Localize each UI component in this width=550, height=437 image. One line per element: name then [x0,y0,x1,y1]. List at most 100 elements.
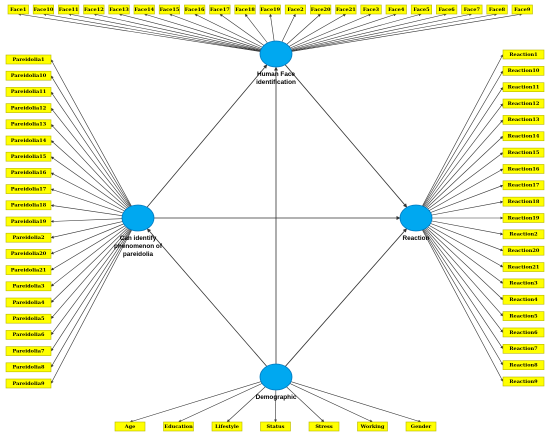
reaction-indicator-label: Reaction8 [509,362,538,368]
reaction-indicator-box [502,115,545,125]
pareidolia-indicator-13: Pareidolia21 [5,265,52,275]
pareidolia-loading-edge [50,217,139,384]
face-indicator-13: Face21 [335,4,357,15]
pareidolia-indicator-label: Pareidolia8 [13,365,45,371]
reaction-indicator-label: Reaction11 [508,85,540,91]
reaction-indicator-3: Reaction12 [502,98,545,109]
demographic-indicator-box [211,421,243,432]
face-indicator-box [385,4,407,15]
face-indicator-box [310,4,332,15]
face-indicator-box [335,4,357,15]
face-indicator-11: Face2 [284,4,307,15]
face-indicator-label: Face15 [160,7,180,13]
reaction-indicator-box [502,327,545,338]
pareidolia-node-ellipse [121,204,155,232]
face-node-label: identification [256,79,296,86]
pareidolia-indicator-box [5,330,52,340]
pareidolia-indicator-label: Pareidolia11 [11,89,46,95]
reaction-indicator-label: Reaction10 [508,68,540,74]
reaction-loading-edge [415,217,504,366]
reaction-indicator-2: Reaction11 [502,82,545,92]
face-loading-edge [68,13,277,55]
pareidolia-indicator-box [5,70,52,81]
reaction-indicator-label: Reaction4 [509,297,538,303]
demographic-indicator-6: Gender [405,421,437,432]
face-loading-edge [275,13,473,55]
pareidolia-indicator-box [5,265,52,275]
pareidolia-indicator-label: Pareidolia20 [11,251,47,257]
demographic-indicator-box [260,421,291,432]
pareidolia-indicator-box [5,313,52,324]
demographic-indicator-label: Lifestyle [215,424,239,430]
demographic-loading-edge [275,376,373,423]
face-loading-edge [275,12,523,55]
face-indicator-3: Face12 [83,4,105,15]
face-indicator-box [284,4,307,15]
demographic-indicator-label: Age [124,424,136,430]
reaction-indicator-label: Reaction2 [509,232,538,238]
reaction-indicator-6: Reaction15 [502,147,545,158]
pareidolia-node-label: pareidolia [123,251,154,258]
pareidolia-indicator-box [5,200,52,211]
reaction-indicator-box [502,131,545,142]
face-indicator-9: Face18 [234,4,256,15]
reaction-indicator-label: Reaction21 [508,264,540,270]
reaction-indicator-9: Reaction18 [502,196,545,207]
reaction-indicator-label: Reaction15 [508,150,540,156]
pareidolia-indicator-10: Pareidolia19 [5,216,52,227]
pareidolia-indicator-box [5,378,52,389]
demographic-indicator-3: Status [260,421,291,432]
reaction-indicator-19: Reaction8 [502,360,545,370]
pareidolia-indicator-17: Pareidolia6 [5,330,52,340]
reaction-indicator-12: Reaction20 [502,245,545,256]
face-indicator-label: Face12 [84,7,104,13]
reaction-indicator-14: Reaction3 [502,278,545,289]
pareidolia-indicator-box [5,184,52,194]
face-indicator-box [158,4,180,15]
reaction-indicator-label: Reaction9 [509,379,538,385]
pareidolia-indicator-12: Pareidolia20 [5,249,52,259]
reaction-indicator-label: Reaction18 [508,199,540,205]
reaction-loading-edge [415,217,504,284]
pareidolia-loading-edge [50,140,139,219]
pareidolia-indicator-0: Pareidolia1 [5,54,52,65]
pareidolia-node-label: phenomenon of [114,243,163,250]
demographic-indicator-2: Lifestyle [211,421,243,432]
reaction-indicator-label: Reaction5 [509,313,538,319]
face-loading-edge [275,13,447,55]
reaction-indicator-7: Reaction16 [502,164,545,174]
reaction-indicator-box [502,147,545,158]
demographic-indicator-0: Age [114,421,146,432]
pareidolia-indicator-label: Pareidolia6 [13,332,45,338]
face-indicator-label: Face8 [489,7,506,13]
face-indicator-label: Face3 [363,7,380,13]
pareidolia-loading-edge [50,217,139,352]
reaction-indicator-17: Reaction6 [502,327,545,338]
pareidolia-indicator-label: Pareidolia12 [11,105,47,111]
face-indicator-box [234,4,256,15]
demographic-indicator-4: Stress [308,421,340,432]
reaction-indicator-label: Reaction6 [509,330,538,336]
pareidolia-indicator-label: Pareidolia18 [11,203,47,209]
reaction-construct: Reaction [399,204,433,242]
reaction-loading-edge [415,119,504,219]
pareidolia-indicator-label: Pareidolia1 [13,57,45,63]
pareidolia-indicator-box [5,168,52,178]
demographic-loading-edge [275,376,422,423]
pareidolia-indicator-box [5,135,52,146]
face-indicator-5: Face14 [133,4,155,15]
pareidolia-indicator-2: Pareidolia11 [5,87,52,97]
reaction-node-label: Reaction [403,235,430,242]
face-indicator-box [410,4,433,15]
face-indicator-label: Face21 [336,7,356,13]
pareidolia-loading-edge [50,91,139,219]
reaction-indicator-box [502,66,545,76]
reaction-indicator-label: Reaction1 [509,52,537,58]
reaction-indicator-box [502,376,545,387]
reaction-indicator-box [502,82,545,92]
face-indicator-17: Face6 [436,4,458,15]
pareidolia-indicator-label: Pareidolia19 [11,219,47,225]
reaction-indicator-11: Reaction2 [502,229,545,240]
face-indicator-label: Face18 [235,7,255,13]
pareidolia-indicator-label: Pareidolia10 [11,73,47,79]
